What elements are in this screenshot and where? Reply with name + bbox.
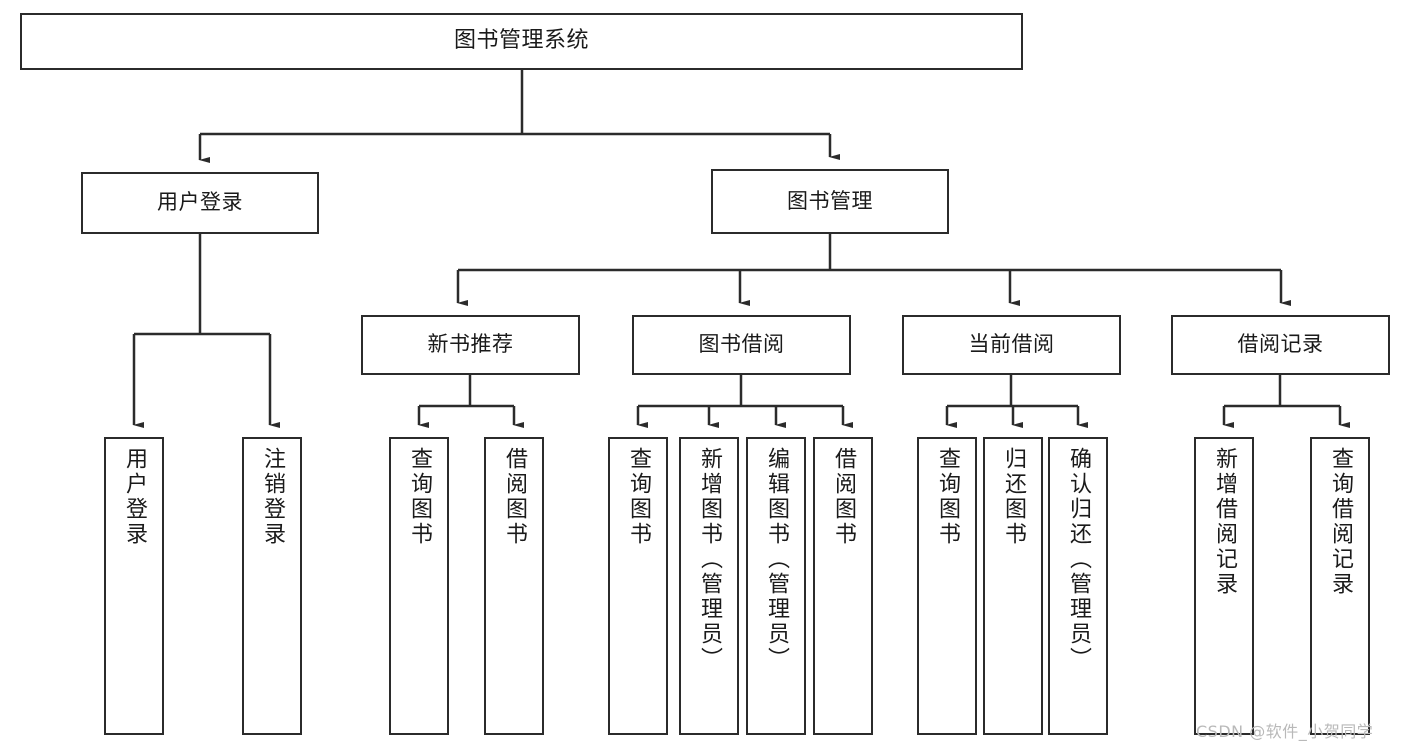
node-label: 查询图书	[407, 447, 432, 547]
node-book-borrow[interactable]: 图书借阅	[632, 315, 851, 375]
node-leaf-user-login[interactable]: 用户登录	[104, 437, 164, 735]
node-label: 归还图书	[1001, 447, 1026, 547]
node-label: 当前借阅	[968, 332, 1055, 357]
node-leaf-add-borrow-record[interactable]: 新增借阅记录	[1194, 437, 1254, 735]
node-leaf-borrow-book-recommend[interactable]: 借阅图书	[484, 437, 544, 735]
node-label: 借阅记录	[1237, 332, 1324, 357]
node-label: 新增图书（管理员）	[697, 447, 722, 672]
node-label: 用户登录	[122, 447, 147, 547]
node-new-book-recommendation[interactable]: 新书推荐	[361, 315, 580, 375]
node-label: 查询图书	[626, 447, 651, 547]
node-label: 查询借阅记录	[1328, 447, 1353, 597]
node-leaf-add-book-admin[interactable]: 新增图书（管理员）	[679, 437, 739, 735]
node-book-management[interactable]: 图书管理	[711, 169, 949, 234]
node-borrow-record[interactable]: 借阅记录	[1171, 315, 1390, 375]
node-leaf-edit-book-admin[interactable]: 编辑图书（管理员）	[746, 437, 806, 735]
node-label: 注销登录	[260, 447, 285, 547]
node-user-login[interactable]: 用户登录	[81, 172, 319, 234]
node-label: 图书借阅	[698, 332, 785, 357]
node-label: 编辑图书（管理员）	[764, 447, 789, 672]
node-label: 新增借阅记录	[1212, 447, 1237, 597]
node-leaf-query-book-recommend[interactable]: 查询图书	[389, 437, 449, 735]
node-leaf-return-book[interactable]: 归还图书	[983, 437, 1043, 735]
node-label: 借阅图书	[502, 447, 527, 547]
node-leaf-query-book-borrow[interactable]: 查询图书	[608, 437, 668, 735]
node-label: 用户登录	[157, 190, 243, 215]
node-leaf-logout[interactable]: 注销登录	[242, 437, 302, 735]
node-leaf-query-borrow-record[interactable]: 查询借阅记录	[1310, 437, 1370, 735]
node-label: 图书管理系统	[453, 28, 589, 54]
node-leaf-confirm-return-admin[interactable]: 确认归还（管理员）	[1048, 437, 1108, 735]
node-root-system[interactable]: 图书管理系统	[20, 13, 1023, 70]
node-label: 借阅图书	[831, 447, 856, 547]
csdn-watermark: CSDN @软件_小贺同学	[1196, 722, 1374, 741]
node-current-borrow[interactable]: 当前借阅	[902, 315, 1121, 375]
node-leaf-query-book-current[interactable]: 查询图书	[917, 437, 977, 735]
node-label: 新书推荐	[427, 332, 514, 357]
node-label: 图书管理	[787, 188, 873, 213]
node-label: 确认归还（管理员）	[1066, 447, 1091, 672]
node-label: 查询图书	[935, 447, 960, 547]
node-leaf-borrow-book[interactable]: 借阅图书	[813, 437, 873, 735]
